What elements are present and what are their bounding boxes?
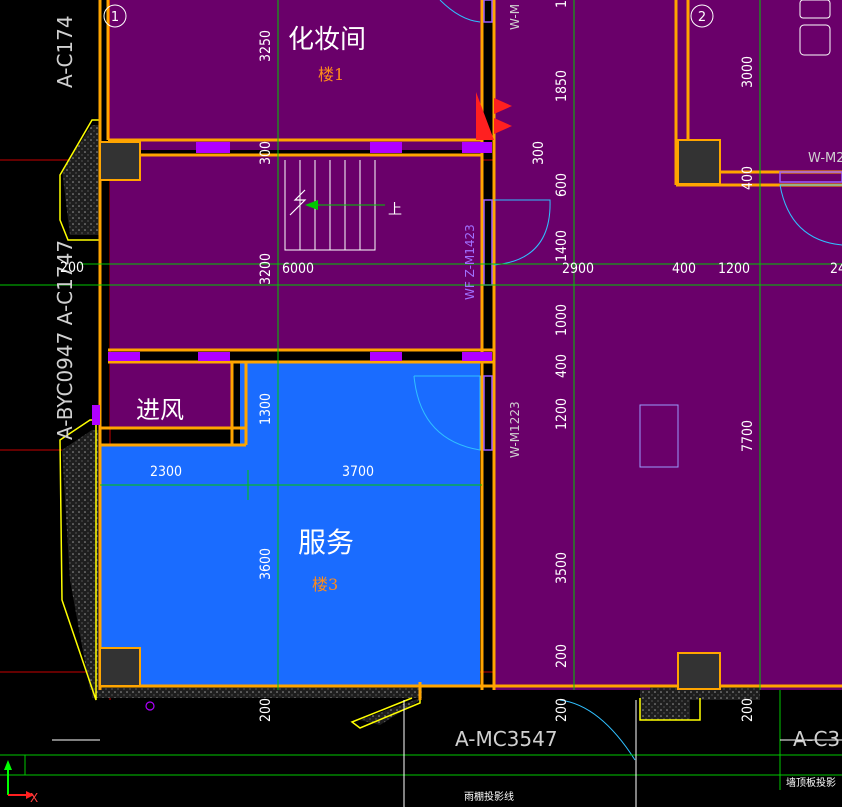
room-service-area[interactable] bbox=[100, 362, 480, 686]
tag-door-bottom: A-MC3547 bbox=[455, 727, 558, 751]
wall-hatch bbox=[62, 125, 760, 725]
outer-outline bbox=[59, 119, 701, 729]
dimension-lines bbox=[0, 0, 842, 790]
svg-text:2300: 2300 bbox=[150, 464, 182, 480]
section-markers bbox=[476, 92, 512, 140]
svg-text:200: 200 bbox=[740, 698, 756, 722]
room-makeup-area[interactable] bbox=[110, 0, 482, 150]
tag-door-lower: W-M1223 bbox=[508, 401, 522, 458]
room-makeup-name: 化妆间 bbox=[288, 25, 366, 55]
svg-text:3600: 3600 bbox=[258, 548, 274, 580]
svg-text:3250: 3250 bbox=[258, 30, 274, 62]
tag-door-mid: WF Z-M1423 bbox=[463, 224, 477, 300]
svg-text:400: 400 bbox=[672, 261, 696, 277]
room-air-intake-name: 进风 bbox=[136, 396, 184, 424]
equipment-outline bbox=[639, 404, 679, 468]
marker-circle bbox=[145, 701, 155, 711]
svg-text:1: 1 bbox=[111, 10, 119, 25]
axis-indicator: X bbox=[4, 760, 38, 805]
door-swings bbox=[413, 0, 842, 761]
stair-label: 上 bbox=[388, 202, 402, 218]
stair-arrow-icon bbox=[305, 200, 318, 210]
svg-text:200: 200 bbox=[554, 644, 570, 668]
svg-text:2900: 2900 bbox=[562, 261, 594, 277]
svg-text:1200: 1200 bbox=[554, 398, 570, 430]
svg-text:24: 24 bbox=[830, 261, 842, 277]
svg-text:1300: 1300 bbox=[258, 393, 274, 425]
svg-text:200: 200 bbox=[258, 698, 274, 722]
room-air-intake-area[interactable] bbox=[110, 362, 232, 427]
svg-text:3700: 3700 bbox=[342, 464, 374, 480]
column-d bbox=[677, 652, 721, 690]
svg-text:7700: 7700 bbox=[740, 420, 756, 452]
svg-text:1850: 1850 bbox=[554, 70, 570, 102]
tag-door-top: W-M bbox=[508, 4, 522, 30]
svg-text:600: 600 bbox=[554, 173, 570, 197]
column-a bbox=[99, 141, 141, 181]
svg-text:1: 1 bbox=[554, 0, 570, 8]
room-stair-area[interactable] bbox=[110, 155, 482, 351]
room-service-floor: 楼3 bbox=[312, 575, 338, 594]
tag-left-top: A-C174 bbox=[53, 15, 77, 88]
grid-bubble-1: 1 bbox=[103, 4, 127, 28]
room-right-area[interactable] bbox=[494, 0, 842, 690]
column-b bbox=[99, 647, 141, 687]
svg-text:2: 2 bbox=[698, 10, 706, 25]
svg-text:3200: 3200 bbox=[258, 253, 274, 285]
tag-door-right-top: W-M2 bbox=[808, 151, 842, 166]
svg-text:3500: 3500 bbox=[554, 552, 570, 584]
svg-text:200: 200 bbox=[554, 698, 570, 722]
svg-text:1200: 1200 bbox=[718, 261, 750, 277]
svg-text:1400: 1400 bbox=[554, 230, 570, 262]
svg-text:400: 400 bbox=[740, 166, 756, 190]
tag-right-bottom: A-C3 bbox=[793, 727, 840, 751]
column-c bbox=[677, 139, 721, 185]
svg-text:6000: 6000 bbox=[282, 261, 314, 277]
walls bbox=[98, 0, 842, 700]
note-bottom-right: 墙顶板投影 bbox=[786, 776, 836, 789]
svg-text:300: 300 bbox=[531, 141, 547, 165]
svg-text:300: 300 bbox=[258, 141, 274, 165]
wall-openings bbox=[92, 142, 492, 425]
svg-text:1000: 1000 bbox=[554, 304, 570, 336]
dimension-texts: 3250 300 3200 1300 3600 200 1850 300 600… bbox=[60, 0, 842, 722]
room-makeup-floor: 楼1 bbox=[318, 65, 344, 84]
svg-text:3000: 3000 bbox=[740, 56, 756, 88]
room-service-name: 服务 bbox=[298, 526, 354, 559]
stair[interactable] bbox=[284, 160, 385, 251]
note-bottom-left: 雨棚投影线 bbox=[464, 790, 514, 803]
axis-x-label: X bbox=[30, 791, 38, 805]
svg-text:200: 200 bbox=[60, 260, 84, 276]
bottom-lines bbox=[52, 700, 842, 807]
svg-text:400: 400 bbox=[554, 354, 570, 378]
columns bbox=[99, 139, 721, 690]
grid-bubble-2: 2 bbox=[690, 4, 714, 28]
chair-icons bbox=[799, 0, 831, 56]
tag-left-long: A-BYC0947 A-C1747 bbox=[53, 240, 77, 440]
